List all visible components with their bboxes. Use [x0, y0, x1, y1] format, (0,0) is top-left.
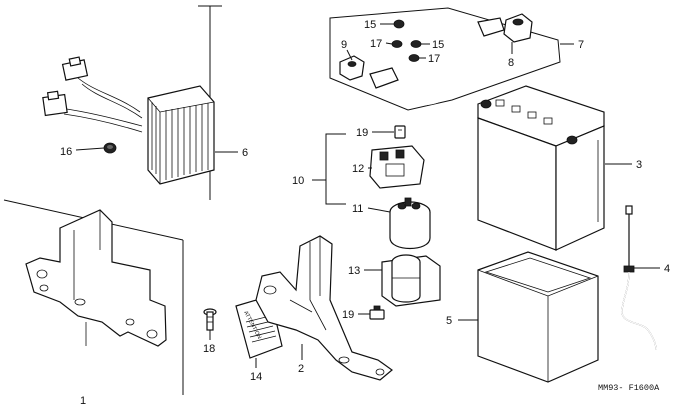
- figure-code: MM93- F1600A: [598, 383, 660, 393]
- leader-lines: [75, 23, 660, 368]
- regulator-rectifier: [42, 56, 215, 185]
- nuts-and-washers: [391, 19, 422, 62]
- fuse-holder-12: [369, 145, 425, 189]
- breather-tube-4: [621, 205, 657, 351]
- terminal-cover-9: [339, 55, 365, 81]
- callout-6: 6: [242, 147, 248, 159]
- callout-3: 3: [636, 159, 642, 171]
- bolt-18: [203, 308, 217, 331]
- battery-case-5: [477, 251, 599, 383]
- fuse-19-upper: [394, 125, 406, 139]
- callout-14: 14: [250, 371, 262, 383]
- callout-8: 8: [508, 57, 514, 69]
- callout-12: 12: [352, 163, 364, 175]
- holder-bracket-2: [255, 235, 393, 381]
- bolt-16: [103, 142, 117, 154]
- fuse-19-lower: [369, 305, 385, 320]
- callout-5: 5: [446, 315, 452, 327]
- callout-15-upper: 15: [364, 19, 376, 31]
- callout-17-lower: 17: [428, 53, 440, 65]
- terminal-cover-8: [503, 13, 533, 43]
- callout-17-upper: 17: [370, 38, 382, 50]
- callout-2: 2: [298, 363, 304, 375]
- callout-15-right: 15: [432, 39, 444, 51]
- callout-9: 9: [341, 39, 347, 51]
- bracket-1: [25, 209, 167, 347]
- frame-lines: [3, 5, 222, 395]
- callout-numbers: 1 2 3 4 5 6 7 8 9 10 11 12 13 14 15 15 1…: [60, 19, 670, 407]
- callout-18: 18: [203, 343, 215, 355]
- callout-16: 16: [60, 146, 72, 158]
- cable-assembly-7: [329, 7, 561, 111]
- callout-13: 13: [348, 265, 360, 277]
- callout-19-upper: 19: [356, 127, 368, 139]
- callout-11: 11: [352, 203, 363, 215]
- relay-11: [389, 197, 431, 249]
- callout-10: 10: [292, 175, 304, 187]
- battery-3: [477, 85, 605, 251]
- callout-1: 1: [80, 395, 86, 407]
- callout-7: 7: [578, 39, 584, 51]
- callout-4: 4: [664, 263, 670, 275]
- callout-19-lower: 19: [342, 309, 354, 321]
- starter-relay-13: [381, 254, 441, 307]
